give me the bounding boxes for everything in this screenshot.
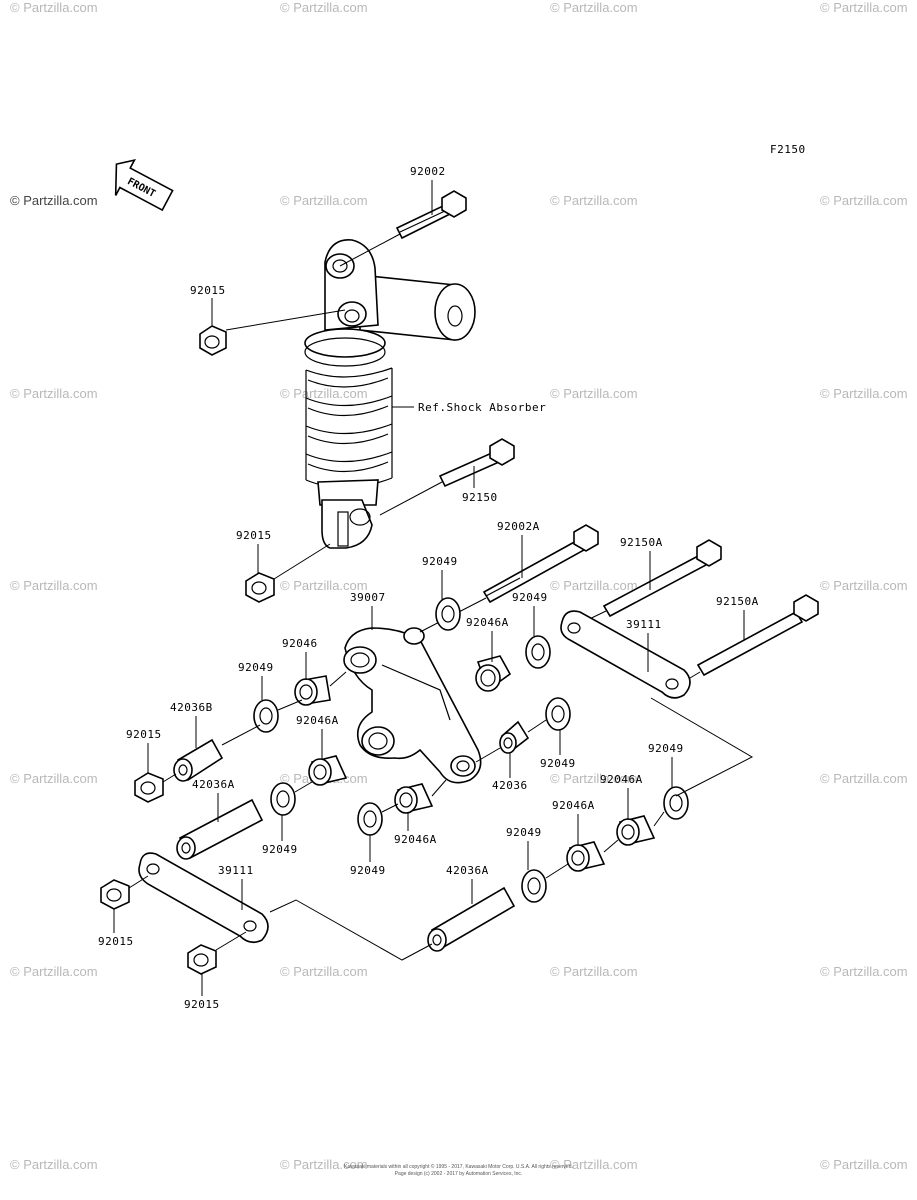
part-label: 92049 [262, 843, 298, 856]
part-label: 92049 [648, 742, 684, 755]
bolt-92150 [379, 438, 515, 516]
part-label: 42036A [446, 864, 489, 877]
watermark: © Partzilla.com [550, 771, 638, 786]
watermark: © Partzilla.com [820, 964, 908, 979]
washer-92049-h [521, 863, 569, 903]
part-label: 92049 [422, 555, 458, 568]
washer-92049-f [357, 802, 399, 836]
watermark: © Partzilla.com [550, 193, 638, 208]
part-label: 92046A [552, 799, 595, 812]
bearing-92046A-a [475, 655, 512, 692]
bolt-92002 [339, 190, 467, 267]
part-label: 92049 [350, 864, 386, 877]
watermark: © Partzilla.com [10, 386, 98, 401]
part-label: 92150A [620, 536, 663, 549]
watermark: © Partzilla.com [550, 0, 638, 15]
bearing-92046A-b [308, 755, 348, 786]
washer-92049-d [270, 781, 313, 816]
watermark: © Partzilla.com [820, 578, 908, 593]
assembly-line-bottom [269, 899, 433, 961]
watermark: © Partzilla.com [10, 193, 98, 208]
part-label: 92015 [190, 284, 226, 297]
link-39111-lower [138, 852, 269, 944]
part-label: 92046A [296, 714, 339, 727]
watermark: © Partzilla.com [550, 1157, 638, 1172]
part-label: 39007 [350, 591, 386, 604]
nut-92015-bottom [187, 931, 247, 975]
part-label: 92015 [126, 728, 162, 741]
collar-42036A-a [176, 798, 264, 860]
washer-92049-g [663, 786, 689, 820]
watermark: © Partzilla.com [10, 771, 98, 786]
washer-92049-b [525, 635, 551, 669]
watermark: © Partzilla.com [280, 578, 368, 593]
part-label: 39111 [626, 618, 662, 631]
reference-label: Ref.Shock Absorber [418, 401, 546, 414]
part-label: 92046A [600, 773, 643, 786]
watermark: © Partzilla.com [10, 1157, 98, 1172]
bearing-92046A-e [566, 839, 619, 872]
bearing-92046A-c [394, 779, 447, 814]
watermark: © Partzilla.com [820, 386, 908, 401]
watermark: © Partzilla.com [550, 578, 638, 593]
watermark: © Partzilla.com [550, 964, 638, 979]
part-label: 92015 [236, 529, 272, 542]
part-label: 92046A [394, 833, 437, 846]
washer-92049-a [435, 597, 461, 631]
watermark: © Partzilla.com [280, 0, 368, 15]
rocker-arm-39007 [343, 627, 482, 784]
watermark-grid: © Partzilla.com © Partzilla.com © Partzi… [10, 0, 908, 1172]
nut-92015-left [134, 772, 177, 803]
watermark: © Partzilla.com [820, 193, 908, 208]
collar-42036 [475, 719, 547, 763]
part-label: 92015 [98, 935, 134, 948]
part-label: 39111 [218, 864, 254, 877]
nut-92015-lower [245, 543, 331, 603]
watermark: © Partzilla.com [280, 964, 368, 979]
watermark: © Partzilla.com [10, 0, 98, 15]
assembly-line-right [650, 697, 754, 797]
watermark: © Partzilla.com [280, 193, 368, 208]
collar-42036B [173, 724, 261, 782]
part-label: 42036B [170, 701, 213, 714]
part-label: 92049 [512, 591, 548, 604]
copyright-line: Kawasaki materials within all copyright … [344, 1164, 573, 1170]
part-label: 42036 [492, 779, 528, 792]
copyright-notice: Kawasaki materials within all copyright … [0, 1164, 917, 1178]
bearing-92046 [294, 671, 347, 706]
link-39111-upper [560, 610, 691, 699]
watermark: © Partzilla.com [820, 1157, 908, 1172]
copyright-line: Page design (c) 2002 - 2017 by Automatio… [394, 1171, 523, 1177]
part-label: 92002 [410, 165, 446, 178]
bearing-92046A-d [616, 811, 665, 846]
bolt-92150A-upper [574, 539, 722, 627]
part-label: 92015 [184, 998, 220, 1011]
nut-92015-link-left [100, 875, 149, 910]
watermark: © Partzilla.com [280, 386, 368, 401]
part-label: 92046A [466, 616, 509, 629]
part-labels: 92002 92015 92150 92015 92049 92002A 921… [98, 165, 759, 1011]
part-label: 92049 [540, 757, 576, 770]
collar-42036A-b [427, 886, 516, 952]
part-label: 92002A [497, 520, 540, 533]
bolt-92150A-lower [679, 594, 819, 685]
watermark: © Partzilla.com [10, 578, 98, 593]
bolt-92002A [419, 524, 599, 633]
watermark: © Partzilla.com [280, 1157, 368, 1172]
washer-92049-c [253, 699, 303, 733]
part-label: 92150 [462, 491, 498, 504]
watermark: © Partzilla.com [10, 964, 98, 979]
watermark: © Partzilla.com [550, 386, 638, 401]
part-label: 92049 [238, 661, 274, 674]
part-label: 92150A [716, 595, 759, 608]
part-label: 92046 [282, 637, 318, 650]
watermark: © Partzilla.com [820, 771, 908, 786]
part-label: 92049 [506, 826, 542, 839]
washer-92049-e [545, 697, 571, 731]
watermark: © Partzilla.com [820, 0, 908, 15]
part-label: 42036A [192, 778, 235, 791]
front-arrow-icon: FRONT [114, 158, 174, 212]
diagram-code: F2150 [770, 143, 806, 156]
